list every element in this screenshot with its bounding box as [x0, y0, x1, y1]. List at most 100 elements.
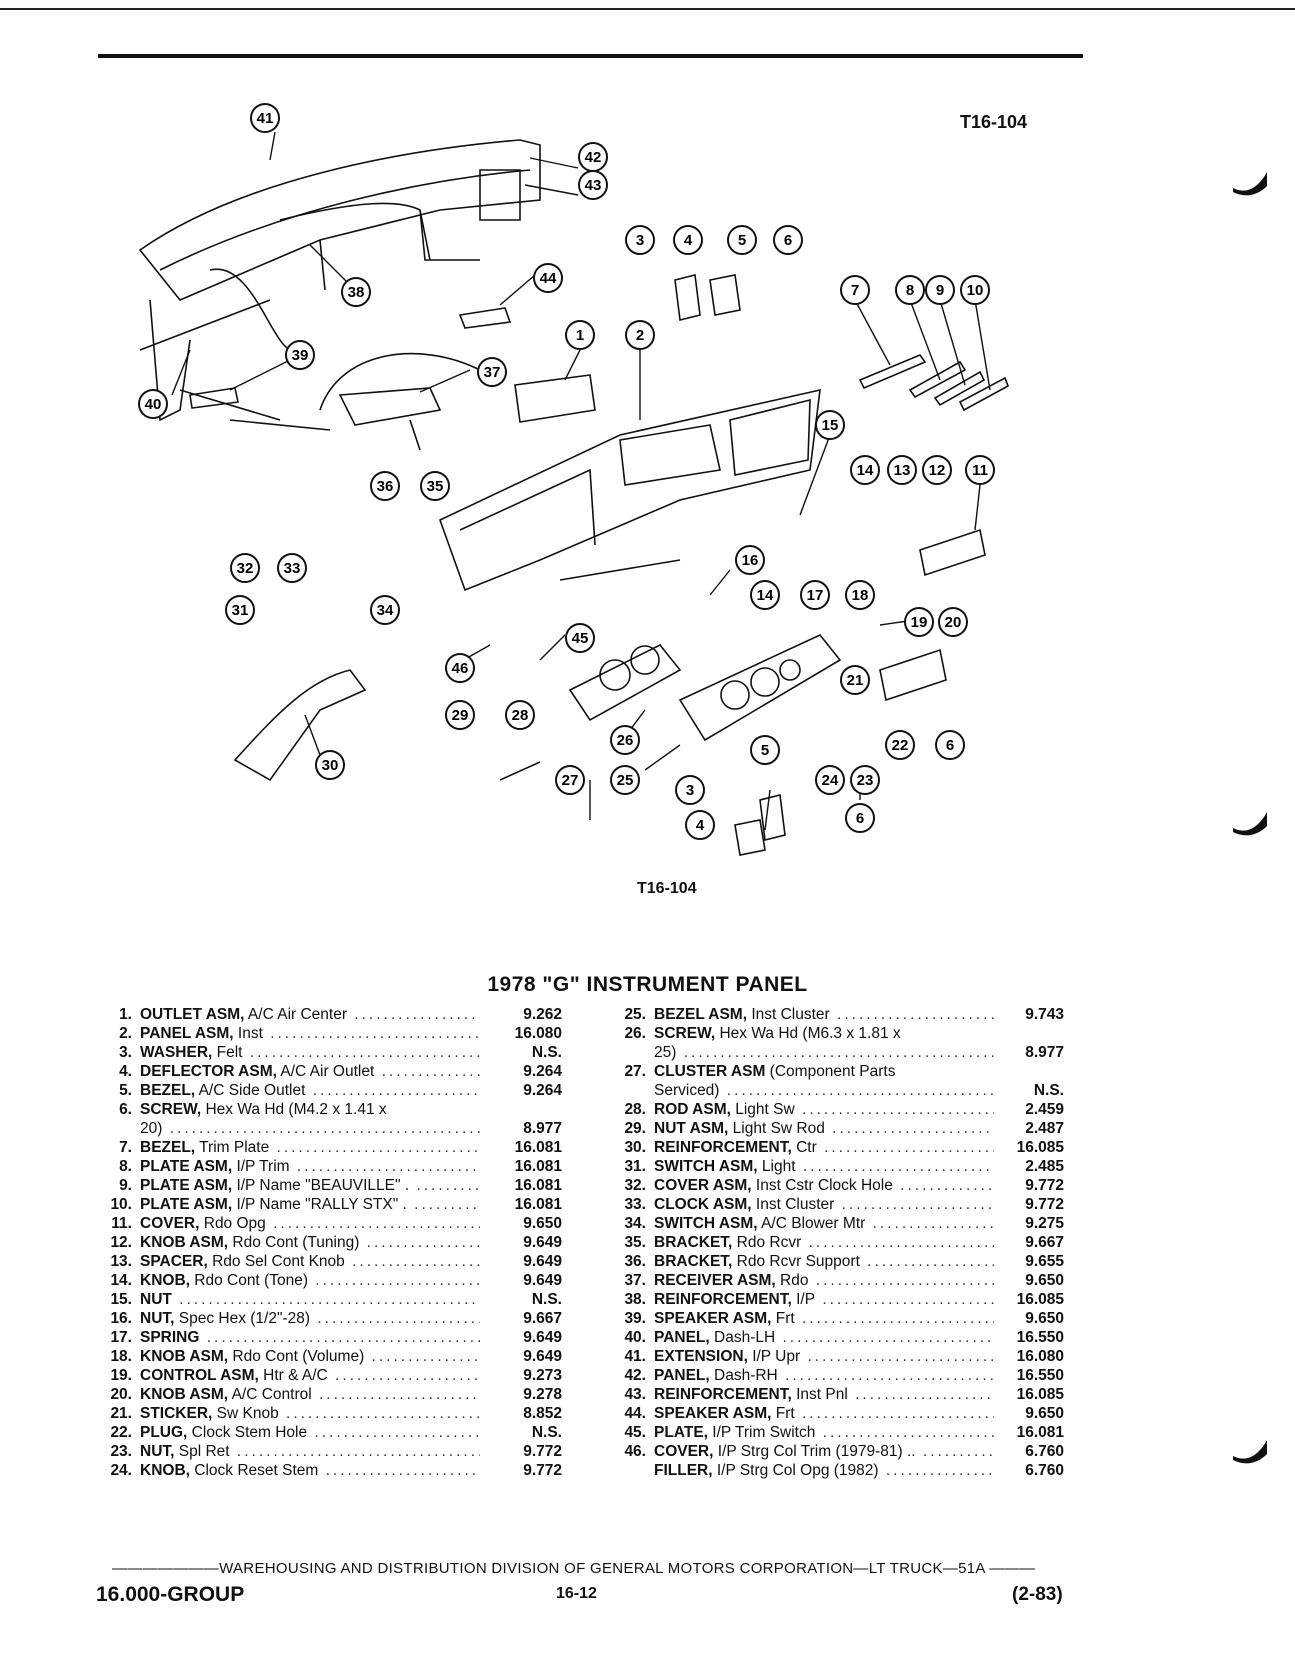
callout-balloon: 43 — [578, 170, 608, 200]
callout-balloon: 6 — [773, 225, 803, 255]
callout-label: 35 — [427, 478, 444, 495]
page-reference: 8.977 — [523, 1120, 562, 1137]
callout-circle — [845, 580, 875, 610]
leader-dots: ........................................… — [249, 1044, 480, 1061]
part-number: 21. — [110, 1405, 132, 1422]
part-row: 32.COVER ASM, Inst Cstr Clock Hole .....… — [610, 1176, 1065, 1195]
part-name-bold: KNOB ASM, — [140, 1234, 229, 1251]
part-description: Htr & A/C — [258, 1367, 328, 1384]
leader-dots: ........................................… — [317, 1310, 480, 1327]
part-name: EXTENSION, I/P Upr .....................… — [654, 1347, 994, 1366]
callout-balloon: 5 — [727, 225, 757, 255]
part-description: Clock Reset Stem — [189, 1462, 319, 1479]
part-name: SPACER, Rdo Sel Cont Knob ..............… — [140, 1252, 480, 1271]
part-row: FILLER, I/P Strg Col Opg (1982) ........… — [610, 1461, 1065, 1480]
callout-circle — [565, 320, 595, 350]
part-description: I/P Strg Col Opg (1982) — [712, 1462, 879, 1479]
callout-label: 14 — [857, 462, 874, 479]
callout-circle — [850, 765, 880, 795]
part-description: I/P Trim Switch — [707, 1424, 816, 1441]
callout-circle — [887, 455, 917, 485]
revision-date: (2-83) — [1012, 1584, 1063, 1605]
page-reference: N.S. — [531, 1044, 562, 1061]
part-number: 25. — [624, 1006, 646, 1023]
part-name-bold: REINFORCEMENT, — [654, 1139, 792, 1156]
callout-label: 28 — [512, 707, 529, 724]
parts-list-right: 25.BEZEL ASM, Inst Cluster .............… — [610, 1005, 1065, 1480]
callout-circle — [578, 170, 608, 200]
callout-circle — [815, 410, 845, 440]
callout-balloon: 27 — [555, 765, 585, 795]
callout-balloon: 15 — [815, 410, 845, 440]
part-description: Inst Cluster — [747, 1006, 830, 1023]
callout-balloon: 3 — [625, 225, 655, 255]
callout-balloon: 9 — [925, 275, 955, 305]
part-number: 36. — [624, 1253, 646, 1270]
part-name: REINFORCEMENT, Inst Pnl ................… — [654, 1385, 994, 1404]
part-name-bold: NUT — [140, 1291, 172, 1308]
callout-label: 46 — [452, 660, 469, 677]
callout-circle — [673, 225, 703, 255]
part-number: 28. — [624, 1101, 646, 1118]
callout-label: 5 — [761, 742, 769, 759]
callout-circle — [230, 553, 260, 583]
leader-dots: ........................................… — [354, 1006, 480, 1023]
callout-balloon: 30 — [315, 750, 345, 780]
part-row: 29.NUT ASM, Light Sw Rod ...............… — [610, 1119, 1065, 1138]
leader-dots: ........................................… — [855, 1386, 994, 1403]
leader-dots: ........................................… — [318, 1386, 480, 1403]
part-name: BRACKET, Rdo Rcvr ......................… — [654, 1233, 994, 1252]
callout-circle — [445, 700, 475, 730]
part-row: 4.DEFLECTOR ASM, A/C Air Outlet ........… — [96, 1062, 564, 1081]
part-name-bold: COVER, — [140, 1215, 200, 1232]
part-number: 38. — [624, 1291, 646, 1308]
callout-balloon: 10 — [960, 275, 990, 305]
part-number: 5. — [119, 1082, 132, 1099]
page-reference: N.S. — [531, 1424, 562, 1441]
leader-dots: ........................................… — [273, 1215, 480, 1232]
callout-balloon: 42 — [578, 142, 608, 172]
part-name: WASHER, Felt ...........................… — [140, 1043, 480, 1062]
callout-balloon: 24 — [815, 765, 845, 795]
callout-balloon: 12 — [922, 455, 952, 485]
leader-dots: ........................................… — [414, 1196, 480, 1213]
part-name: NUT, Spl Ret ...........................… — [140, 1442, 480, 1461]
page-reference — [480, 1100, 562, 1119]
part-name: SPRING .................................… — [140, 1328, 480, 1347]
page-reference: 9.649 — [523, 1348, 562, 1365]
callout-balloon: 11 — [965, 455, 995, 485]
part-description: Felt — [212, 1044, 243, 1061]
part-description: Ctr — [791, 1139, 817, 1156]
part-name-bold: SCREW, — [140, 1101, 202, 1118]
page-reference: 9.655 — [1025, 1253, 1064, 1270]
leader-dots: ........................................… — [922, 1443, 994, 1460]
part-number: 33. — [624, 1196, 646, 1213]
page-reference: 9.667 — [523, 1310, 562, 1327]
callout-label: 41 — [257, 110, 274, 127]
dash-extension-drawing — [138, 139, 541, 301]
callout-balloon: 8 — [895, 275, 925, 305]
part-description: Inst — [233, 1025, 263, 1042]
part-name: SPEAKER ASM, Frt .......................… — [654, 1309, 994, 1328]
leader-dots: ........................................… — [802, 1158, 994, 1175]
part-row: 3.WASHER, Felt .........................… — [96, 1043, 564, 1062]
callout-circle — [727, 225, 757, 255]
callout-circle — [610, 725, 640, 755]
leader-dots: ........................................… — [206, 1329, 480, 1346]
part-name-bold: PLATE ASM, — [140, 1177, 233, 1194]
part-name-bold: CLUSTER ASM — [654, 1063, 766, 1080]
part-description: Dash-RH — [709, 1367, 778, 1384]
page-reference: 9.772 — [1025, 1196, 1064, 1213]
callout-circle — [625, 225, 655, 255]
page-reference: 9.772 — [523, 1462, 562, 1479]
part-row: 20.KNOB ASM, A/C Control ...............… — [96, 1385, 564, 1404]
part-number: 7. — [119, 1139, 132, 1156]
part-number: 41. — [624, 1348, 646, 1365]
leader-dots: ........................................… — [179, 1291, 480, 1308]
part-name: COVER ASM, Inst Cstr Clock Hole ........… — [654, 1176, 994, 1195]
part-number: 16. — [110, 1310, 132, 1327]
callout-label: 34 — [377, 602, 394, 619]
callout-label: 16 — [742, 552, 759, 569]
page-reference: 16.081 — [514, 1196, 562, 1213]
part-description: Frt — [771, 1405, 795, 1422]
